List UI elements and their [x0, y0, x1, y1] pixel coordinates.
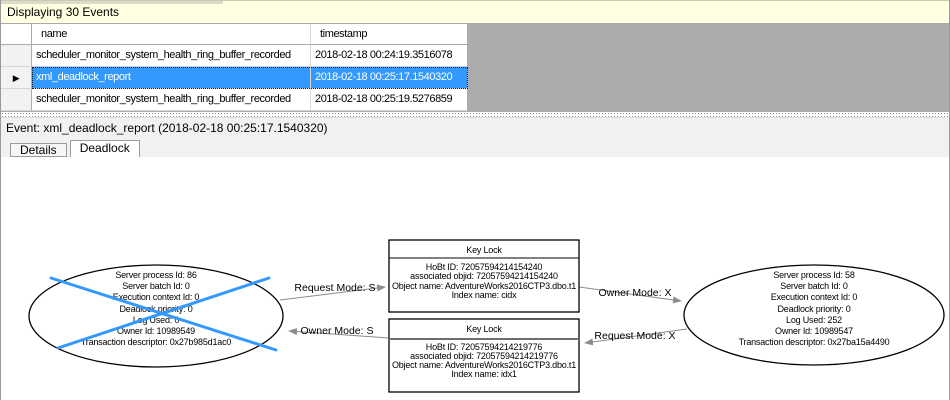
process-line: Owner Id: 10989547: [775, 326, 853, 336]
resource-line: associated objid: 72057594214219776: [410, 351, 558, 361]
events-count-bar: Displaying 30 Events: [1, 0, 949, 24]
edge-request-s-arrow: [279, 284, 386, 301]
resource-title: Key Lock: [466, 324, 502, 334]
resource-line: Index name: idx1: [451, 369, 517, 379]
row-selector-cell[interactable]: [1, 45, 32, 67]
resource-line: HoBt ID: 72057594214154240: [426, 262, 543, 272]
process-line: Owner Id: 10989549: [117, 326, 195, 336]
process-line: Server batch Id: 0: [122, 281, 190, 291]
process-line: Log Used: 0: [133, 315, 180, 325]
process-line: Server process Id: 86: [115, 270, 197, 280]
events-count-label: Displaying 30 Events: [7, 5, 120, 19]
process-line: Server process Id: 58: [773, 270, 855, 280]
row-selector-cell[interactable]: [1, 89, 32, 111]
event-timestamp-cell[interactable]: 2018-02-18 00:25:19.5276859: [311, 89, 468, 111]
event-name-cell[interactable]: xml_deadlock_report: [32, 67, 311, 89]
row-selector-header-cell: [1, 24, 32, 45]
events-grid: name timestamp scheduler_monitor_system_…: [1, 24, 468, 111]
process-line: Execution context Id: 0: [113, 292, 200, 302]
tab-deadlock[interactable]: Deadlock: [69, 140, 140, 157]
edge-label-owner-s: Owner Mode: S: [301, 325, 374, 337]
horizontal-splitter[interactable]: [1, 112, 949, 118]
process-line: Transaction descriptor: 0x27b985d1ac0: [81, 337, 232, 347]
process-line: Server batch Id: 0: [780, 281, 848, 291]
edge-owner-x-arrow: [578, 286, 682, 304]
resource-line: Index name: cidx: [452, 290, 518, 300]
resource-node-key-lock-top[interactable]: Key Lock HoBt ID: 72057594214154240 asso…: [388, 239, 580, 313]
tab-details[interactable]: Details: [10, 143, 67, 157]
event-name-cell[interactable]: scheduler_monitor_system_health_ring_buf…: [32, 89, 311, 111]
event-name-cell[interactable]: scheduler_monitor_system_health_ring_buf…: [32, 45, 311, 67]
tab-strip: Details Deadlock: [1, 139, 949, 157]
top-shade-strip: [1, 1, 223, 4]
events-grid-area: name timestamp scheduler_monitor_system_…: [1, 24, 949, 112]
table-row[interactable]: scheduler_monitor_system_health_ring_buf…: [1, 45, 468, 67]
process-line: Execution context Id: 0: [771, 292, 858, 302]
selected-event-bar: Event: xml_deadlock_report (2018-02-18 0…: [1, 118, 949, 139]
deadlock-graph-pane: Server process Id: 86 Server batch Id: 0…: [1, 157, 949, 400]
process-line: Deadlock priority: 0: [777, 304, 850, 314]
edge-label-request-s: Request Mode: S: [294, 282, 375, 294]
process-node[interactable]: [683, 264, 945, 366]
table-row-selected[interactable]: ▶ xml_deadlock_report 2018-02-18 00:25:1…: [1, 67, 468, 89]
current-row-pointer-icon: ▶: [12, 73, 20, 83]
row-selector-cell[interactable]: ▶: [1, 67, 32, 89]
resource-line: HoBt ID: 72057594214219776: [426, 342, 543, 352]
resource-line: associated objid: 72057594214154240: [410, 271, 558, 281]
resource-line: Object name: AdventureWorks2016CTP3.dbo.…: [392, 281, 576, 291]
edge-label-owner-x: Owner Mode: X: [599, 287, 672, 299]
selected-event-label: Event: xml_deadlock_report (2018-02-18 0…: [6, 121, 328, 135]
column-header-name[interactable]: name: [32, 24, 311, 45]
deadlock-graph: Server process Id: 86 Server batch Id: 0…: [28, 239, 945, 393]
resource-line: Object name: AdventureWorks2016CTP3.dbo.…: [392, 360, 576, 370]
edge-request-x-arrow: [584, 328, 688, 346]
edge-owner-s-arrow: [288, 328, 390, 339]
edge-label-request-x: Request Mode: X: [594, 330, 675, 342]
table-row[interactable]: scheduler_monitor_system_health_ring_buf…: [1, 89, 468, 111]
process-line: Log Used: 252: [786, 315, 842, 325]
grid-header-row: name timestamp: [1, 24, 468, 45]
process-line: Deadlock priority: 0: [119, 304, 192, 314]
event-timestamp-cell[interactable]: 2018-02-18 00:24:19.3516078: [311, 45, 468, 67]
column-header-timestamp[interactable]: timestamp: [311, 24, 468, 45]
resource-title: Key Lock: [466, 245, 502, 255]
resource-node-key-lock-bottom[interactable]: Key Lock HoBt ID: 72057594214219776 asso…: [388, 318, 580, 393]
event-timestamp-cell[interactable]: 2018-02-18 00:25:17.1540320: [311, 67, 468, 89]
process-line: Transaction descriptor: 0x27ba15a4490: [739, 337, 890, 347]
victim-cross-icon: [56, 276, 271, 350]
